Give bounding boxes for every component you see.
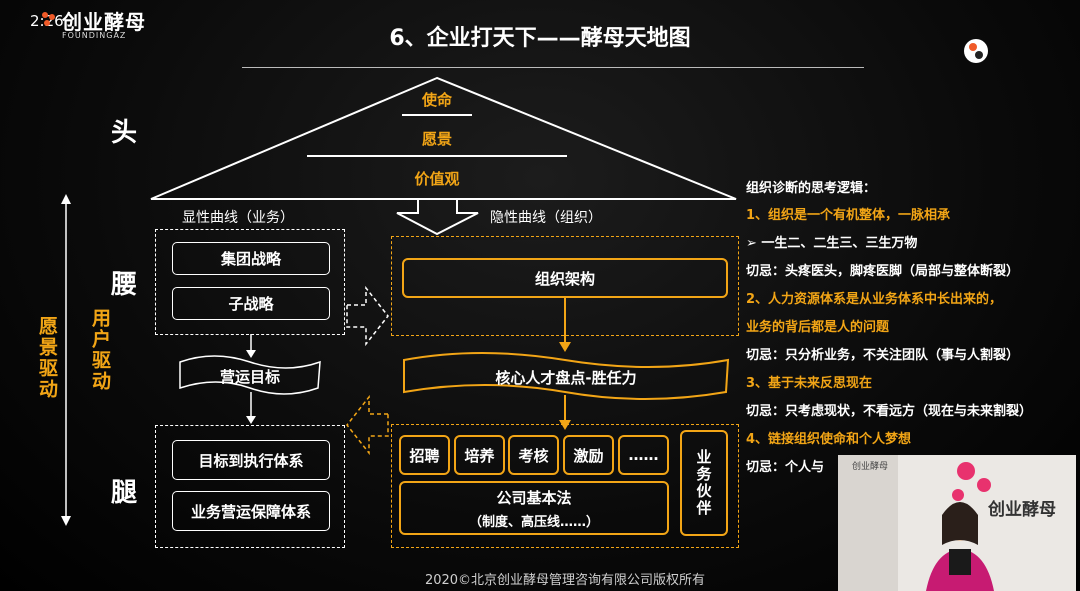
video-logo-text: 创业酵母 [852, 462, 889, 472]
brand-logo: 创业酵母 FOUNDINGAZ [40, 6, 190, 46]
speaker-video: 创业酵母 创业酵母 [838, 455, 1076, 591]
note-line-9: 4、链接组织使命和个人梦想 [746, 432, 912, 447]
execution-group [155, 425, 345, 548]
connector-left-2-head [246, 416, 256, 424]
sub-strategy-box: 子战略 [172, 287, 330, 320]
video-bg-logo-text: 创业酵母 [988, 500, 1056, 520]
talent-review-label: 核心人才盘点-胜任力 [495, 369, 637, 387]
dashed-arrow-left [346, 394, 389, 456]
connector-right-1-head [559, 342, 571, 352]
ops-support-box: 业务营运保障体系 [172, 491, 330, 531]
implicit-curve-label: 隐性曲线（组织） [490, 210, 602, 226]
title-divider [242, 67, 864, 68]
note-line-1: 1、组织是一个有机整体，一脉相承 [746, 208, 951, 223]
goal-execution-box: 目标到执行体系 [172, 440, 330, 480]
operating-goal-label: 营运目标 [219, 368, 280, 386]
logo-text: 创业酵母 [62, 10, 146, 34]
label-waist: 腰 [111, 270, 138, 300]
note-line-3: 切忌：头疼医头，脚疼医脚（局部与整体断裂） [746, 264, 1020, 279]
pyramid-vision: 愿景 [421, 130, 452, 148]
basic-law-box: 公司基本法 （制度、高压线……） [399, 481, 669, 535]
group-strategy-box: 集团战略 [172, 242, 330, 275]
more-box: …… [618, 435, 669, 475]
logo-subtext: FOUNDINGAZ [62, 31, 127, 40]
assess-box: 考核 [508, 435, 559, 475]
slide-title: 6、企业打天下——酵母天地图 [389, 26, 691, 51]
note-line-8: 切忌：只考虑现状，不看远方（现在与未来割裂） [746, 404, 1033, 419]
note-line-7: 3、基于未来反思现在 [746, 376, 873, 391]
hr-group [391, 424, 739, 548]
axis-arrow-down [61, 516, 71, 526]
label-vision-driven: 愿景驱动 [36, 316, 58, 400]
strategy-group [155, 229, 345, 335]
speaker-video-frame [838, 455, 1076, 591]
org-structure-box: 组织架构 [402, 258, 728, 298]
explicit-curve-label: 显性曲线（业务） [182, 210, 294, 226]
connector-left-1-head [246, 350, 256, 358]
note-line-2: ➢ 一生二、二生三、三生万物 [746, 236, 918, 251]
note-line-5: 业务的背后都是人的问题 [746, 320, 890, 335]
pyramid-mission: 使命 [421, 91, 452, 109]
copyright: 2020©北京创业酵母管理咨询有限公司版权所有 [424, 573, 706, 588]
note-line-4: 2、人力资源体系是从业务体系中长出来的， [746, 292, 1003, 307]
pyramid-values: 价值观 [414, 170, 460, 188]
org-group [391, 236, 739, 336]
down-arrow [396, 198, 479, 236]
corner-logo-icon [964, 39, 988, 63]
recruit-box: 招聘 [399, 435, 450, 475]
connector-right-2-head [559, 420, 571, 430]
basic-law-detail: （制度、高压线……） [468, 514, 599, 530]
banner-right [403, 352, 730, 400]
incentive-box: 激励 [563, 435, 614, 475]
basic-law-title: 公司基本法 [496, 488, 572, 507]
note-line-6: 切忌：只分析业务，不关注团队（事与人割裂） [746, 348, 1020, 363]
axis-arrow-up [61, 194, 71, 204]
label-user-driven: 用户驱动 [89, 308, 111, 392]
label-head: 头 [111, 118, 138, 148]
note-line-0: 组织诊断的思考逻辑： [746, 181, 877, 196]
train-box: 培养 [454, 435, 505, 475]
business-partner-label: 业务伙伴 [694, 449, 713, 517]
brand-mark-icon [42, 12, 55, 26]
label-leg: 腿 [111, 478, 138, 508]
banner-left [179, 355, 321, 395]
business-partner-box: 业务伙伴 [680, 430, 728, 536]
dashed-arrow-right [346, 285, 389, 347]
note-line-10: 切忌：个人与 [746, 460, 825, 475]
